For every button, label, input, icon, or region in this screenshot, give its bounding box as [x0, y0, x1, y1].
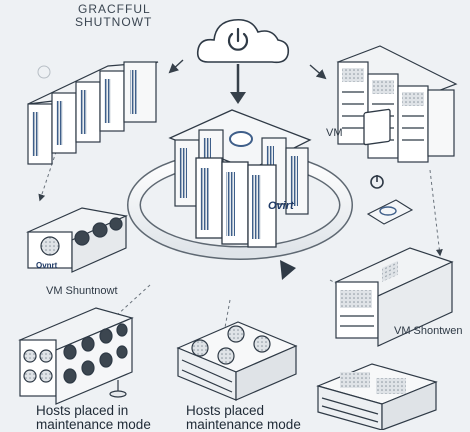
- power-icon: [227, 27, 249, 51]
- bottom-left-host-block: [18, 307, 134, 405]
- vm-shutdown-label-right: VM Shontwen: [394, 325, 463, 337]
- left-vm-server: [25, 207, 129, 273]
- faint-circle-icon: [37, 65, 51, 79]
- vm-shutdown-label-left: VM Shuntnowt: [46, 285, 118, 297]
- vm-label-right: VM: [326, 127, 343, 139]
- connector-right: [429, 169, 443, 257]
- host-maintenance-label-left-1: Hosts placed in: [36, 403, 129, 418]
- host-maintenance-label-left-2: maintenance mode: [36, 417, 151, 432]
- connector-left-top: [38, 139, 61, 202]
- monitor-power-icon: [363, 108, 414, 225]
- cluster-ring-icon: [229, 131, 253, 147]
- arrow-accent-left: [168, 59, 184, 74]
- cluster-brand: Ovirt: [268, 200, 295, 212]
- top-right-server-rack: [336, 45, 458, 163]
- host-maintenance-label-mid-2: maintenance mode: [186, 417, 301, 432]
- host-maintenance-label-mid-1: Hosts placed: [186, 403, 265, 418]
- small-server-brand: Ovnrt: [36, 261, 58, 270]
- bottom-middle-host-stack: [176, 321, 298, 401]
- bottom-right-host-stack: [316, 363, 438, 430]
- arrow-accent-right: [309, 64, 327, 80]
- title-line2: SHUTNOWT: [75, 15, 153, 29]
- central-server-cluster: Ovirt: [168, 109, 312, 248]
- cloud-power-icon: [196, 18, 290, 64]
- title-line1: GRACFFUL: [78, 2, 151, 16]
- right-lower-server-rack: [334, 247, 454, 347]
- top-left-server-rack: [27, 61, 159, 165]
- down-arrow-icon: [230, 64, 246, 104]
